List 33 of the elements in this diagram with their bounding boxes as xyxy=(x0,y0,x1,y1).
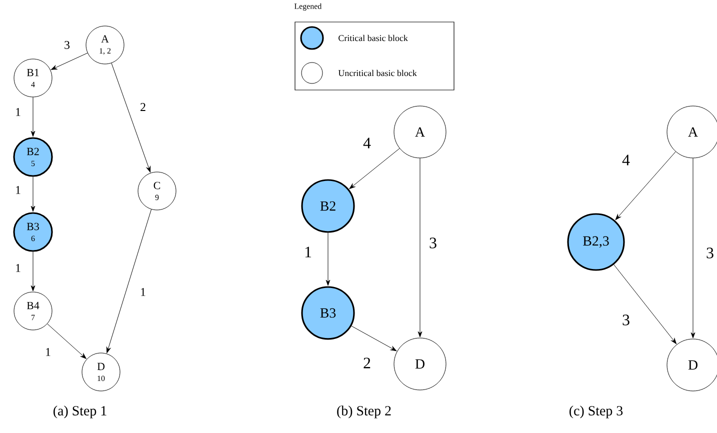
arrow xyxy=(111,62,151,172)
edge-label: 1 xyxy=(303,246,313,258)
arrow xyxy=(349,148,400,189)
edge-label: 1 xyxy=(14,263,22,273)
arrow xyxy=(30,96,36,137)
edge-label: 3 xyxy=(621,314,631,326)
edge-label: 3 xyxy=(63,40,71,50)
legend-text: Critical basic block xyxy=(338,34,408,42)
edge-label: 2 xyxy=(362,356,372,370)
arrow xyxy=(30,176,36,212)
arrow xyxy=(418,158,422,338)
arrow xyxy=(50,52,88,70)
arrow xyxy=(690,158,696,338)
arrow xyxy=(614,264,677,344)
edge-label: 1 xyxy=(14,185,22,195)
legend-text: Uncritical basic block xyxy=(338,70,417,76)
caption: (a) Step 1 xyxy=(54,406,106,418)
edge-label: 1 xyxy=(14,107,22,117)
arrow xyxy=(326,232,330,286)
arrow xyxy=(351,326,397,352)
arrow xyxy=(47,324,86,359)
edge-label: 3 xyxy=(705,246,715,260)
edge-label: 4 xyxy=(621,154,631,166)
edge-label: 1 xyxy=(44,347,52,357)
arrow xyxy=(30,252,36,292)
arrow xyxy=(106,209,152,354)
caption: (c) Step 3 xyxy=(570,406,623,418)
edge-label: 2 xyxy=(139,102,147,112)
edge-label: 3 xyxy=(428,236,438,250)
arrow xyxy=(615,151,676,220)
caption: (b) Step 2 xyxy=(337,406,391,418)
edge-label: 4 xyxy=(362,136,372,150)
edge-label: 1 xyxy=(139,287,147,297)
